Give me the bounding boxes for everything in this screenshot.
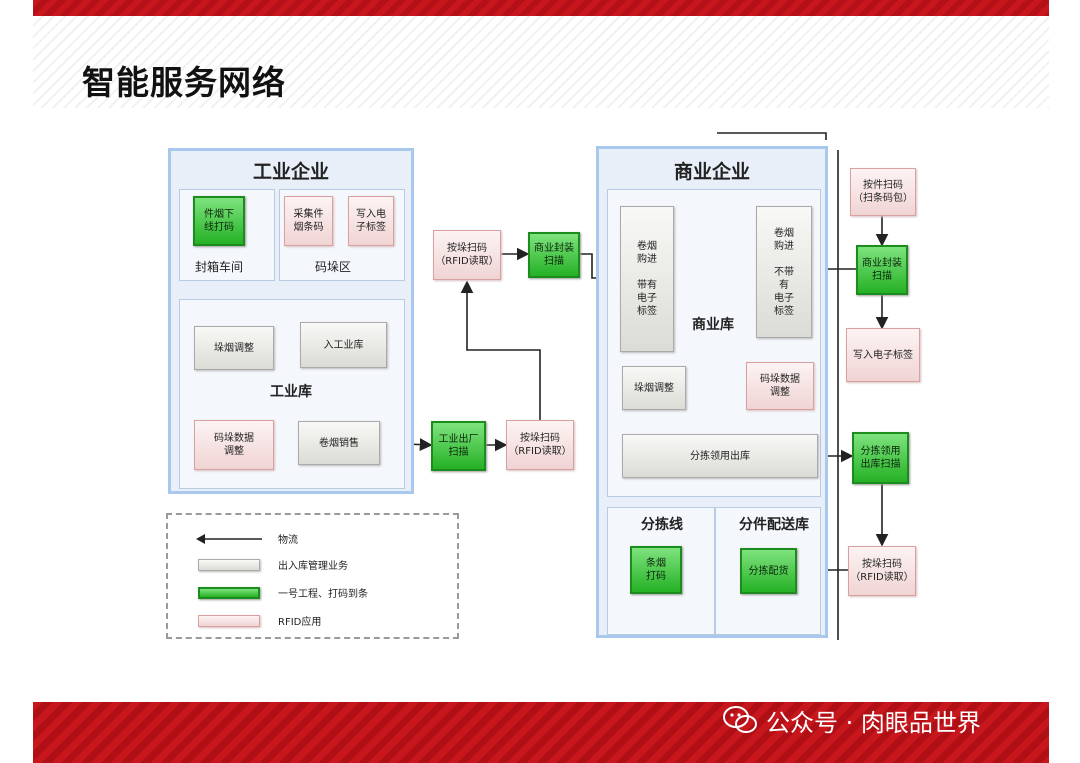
box-commercial-sealing-scan: 商业封装 扫描 bbox=[528, 232, 580, 278]
box-collect-barcode: 采集件 烟条码 bbox=[284, 196, 333, 246]
commercial-warehouse-label: 商业库 bbox=[692, 317, 734, 333]
box-scan-rfid-bottom: 按垛扫码 （RFID读取） bbox=[506, 420, 574, 470]
legend-item-arrow: 物流 bbox=[168, 529, 457, 549]
legend-swatch-pink bbox=[198, 615, 260, 627]
box-commercial-scan-right: 商业封装 扫描 bbox=[856, 245, 908, 295]
distribution-label: 分件配送库 bbox=[739, 517, 809, 533]
box-purchase-without-tag: 卷烟 购进 不带 有 电子 标签 bbox=[756, 206, 812, 338]
legend-label-pink: RFID应用 bbox=[278, 617, 322, 628]
box-strip-print: 条烟 打码 bbox=[630, 546, 682, 594]
sorting-line-label: 分拣线 bbox=[641, 517, 683, 533]
watermark-text: 公众号 · 肉眼品世界 bbox=[766, 708, 981, 737]
legend-item-pink: RFID应用 bbox=[168, 611, 457, 631]
box-code-adjust-industrial: 码垛数据 调整 bbox=[194, 420, 274, 470]
bottom-decor-bar bbox=[33, 702, 1049, 763]
packing-workshop-label: 封箱车间 bbox=[194, 260, 243, 274]
watermark: 公众号 · 肉眼品世界 bbox=[722, 700, 981, 740]
arrow-left-icon bbox=[196, 534, 262, 544]
box-purchase-with-tag: 卷烟 购进 带有 电子 标签 bbox=[620, 206, 674, 352]
box-write-tag: 写入电 子标签 bbox=[348, 196, 394, 246]
legend: 物流 出入库管理业务 一号工程、打码到条 RFID应用 bbox=[166, 513, 459, 639]
box-sorting-out: 分拣领用出库 bbox=[622, 434, 818, 478]
box-item-scan: 按件扫码 （扫条码包） bbox=[850, 168, 916, 216]
industrial-warehouse-label: 工业库 bbox=[270, 384, 312, 400]
box-scan-rfid-right: 按垛扫码 （RFID读取） bbox=[848, 546, 916, 596]
box-industrial-out-scan: 工业出厂 扫描 bbox=[431, 421, 486, 471]
legend-swatch-green bbox=[198, 587, 260, 599]
wechat-icon bbox=[723, 706, 757, 733]
legend-label-gray: 出入库管理业务 bbox=[278, 561, 348, 572]
legend-item-gray: 出入库管理业务 bbox=[168, 555, 457, 575]
box-code-adjust-commercial: 码垛数据 调整 bbox=[746, 362, 814, 410]
page-title: 智能服务网络 bbox=[82, 63, 286, 102]
box-write-tag-right: 写入电子标签 bbox=[846, 328, 920, 382]
legend-label-arrow: 物流 bbox=[278, 535, 298, 546]
legend-label-green: 一号工程、打码到条 bbox=[278, 589, 368, 600]
commercial-enterprise-title: 商业企业 bbox=[673, 161, 750, 183]
top-decor-bar bbox=[33, 0, 1049, 16]
legend-item-green: 一号工程、打码到条 bbox=[168, 583, 457, 603]
box-sort-distribute: 分拣配货 bbox=[740, 548, 797, 594]
box-inbound-industrial: 入工业库 bbox=[300, 322, 387, 368]
box-adjust-industrial: 垛烟调整 bbox=[194, 326, 274, 370]
industrial-enterprise-title: 工业企业 bbox=[252, 161, 329, 183]
box-print-line: 件烟下 线打码 bbox=[193, 196, 245, 246]
code-zone-label: 码垛区 bbox=[314, 260, 351, 274]
legend-swatch-gray bbox=[198, 559, 260, 571]
box-sorting-scan: 分拣领用 出库扫描 bbox=[852, 432, 909, 484]
box-adjust-commercial: 垛烟调整 bbox=[622, 366, 686, 410]
header-stripe-background bbox=[33, 16, 1049, 108]
box-sales: 卷烟销售 bbox=[298, 421, 380, 465]
box-scan-rfid-top: 按垛扫码 （RFID读取） bbox=[433, 230, 501, 280]
